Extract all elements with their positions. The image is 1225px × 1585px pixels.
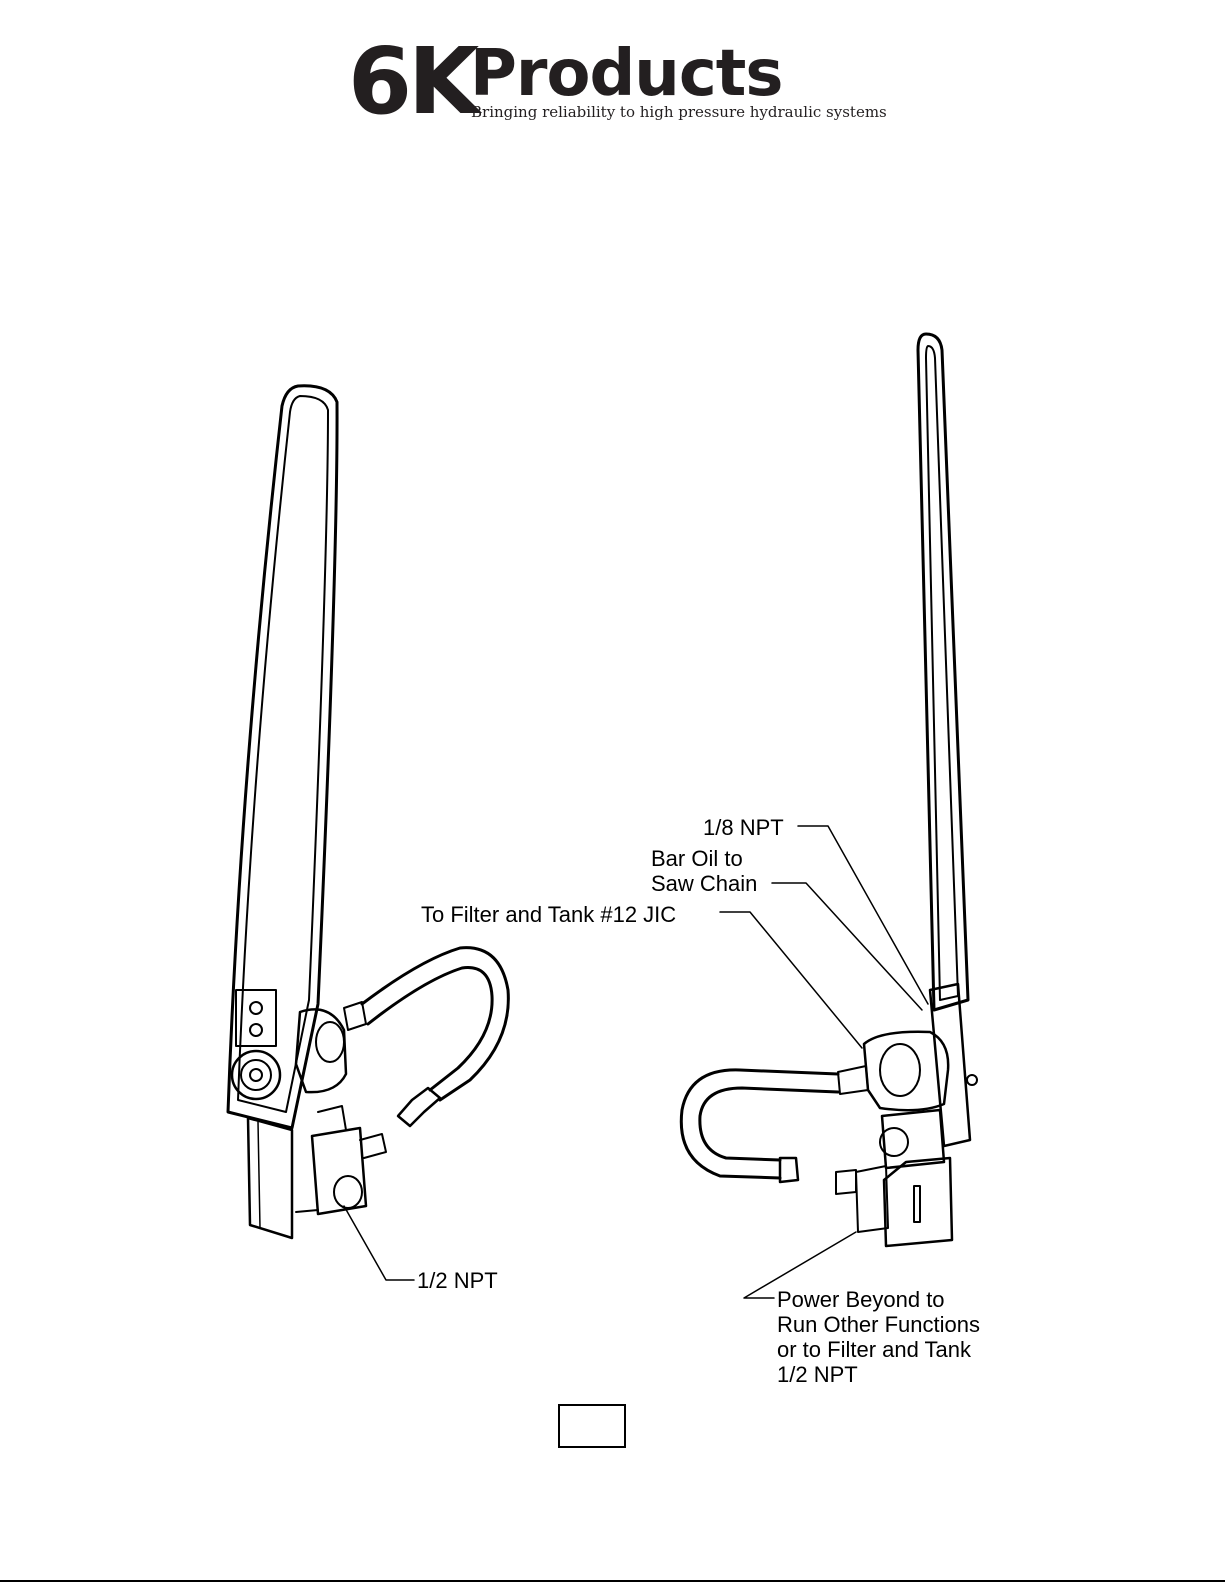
callout-power-beyond-line3: or to Filter and Tank [777,1337,971,1362]
callout-power-beyond-line4: 1/2 NPT [777,1362,858,1387]
left-hose-end-fitting [398,1088,440,1126]
bottom-rule [0,1580,1225,1582]
left-saw-bar-outline [228,386,337,1128]
callout-filter-tank: To Filter and Tank #12 JIC [421,902,676,927]
right-saw-assembly [681,334,977,1246]
callout-power-beyond-line1: Power Beyond to [777,1287,945,1312]
callout-power-beyond-line2: Run Other Functions [777,1312,980,1337]
right-valve-housing [884,1158,952,1246]
left-saw-assembly [228,386,508,1238]
right-hose [681,1070,838,1178]
left-hose [362,948,508,1100]
page-number-box [558,1404,626,1448]
callout-eighth-npt: 1/8 NPT [703,815,784,840]
callout-leaders [344,826,928,1298]
right-saw-bar-outline [918,334,968,1010]
left-valve-block [312,1128,366,1214]
left-mount-plate [248,1118,292,1238]
callout-half-npt-left: 1/2 NPT [417,1268,498,1293]
callout-bar-oil-line2: Saw Chain [651,871,757,896]
callout-bar-oil-line1: Bar Oil to [651,846,743,871]
right-hose-end-fitting [780,1158,798,1182]
